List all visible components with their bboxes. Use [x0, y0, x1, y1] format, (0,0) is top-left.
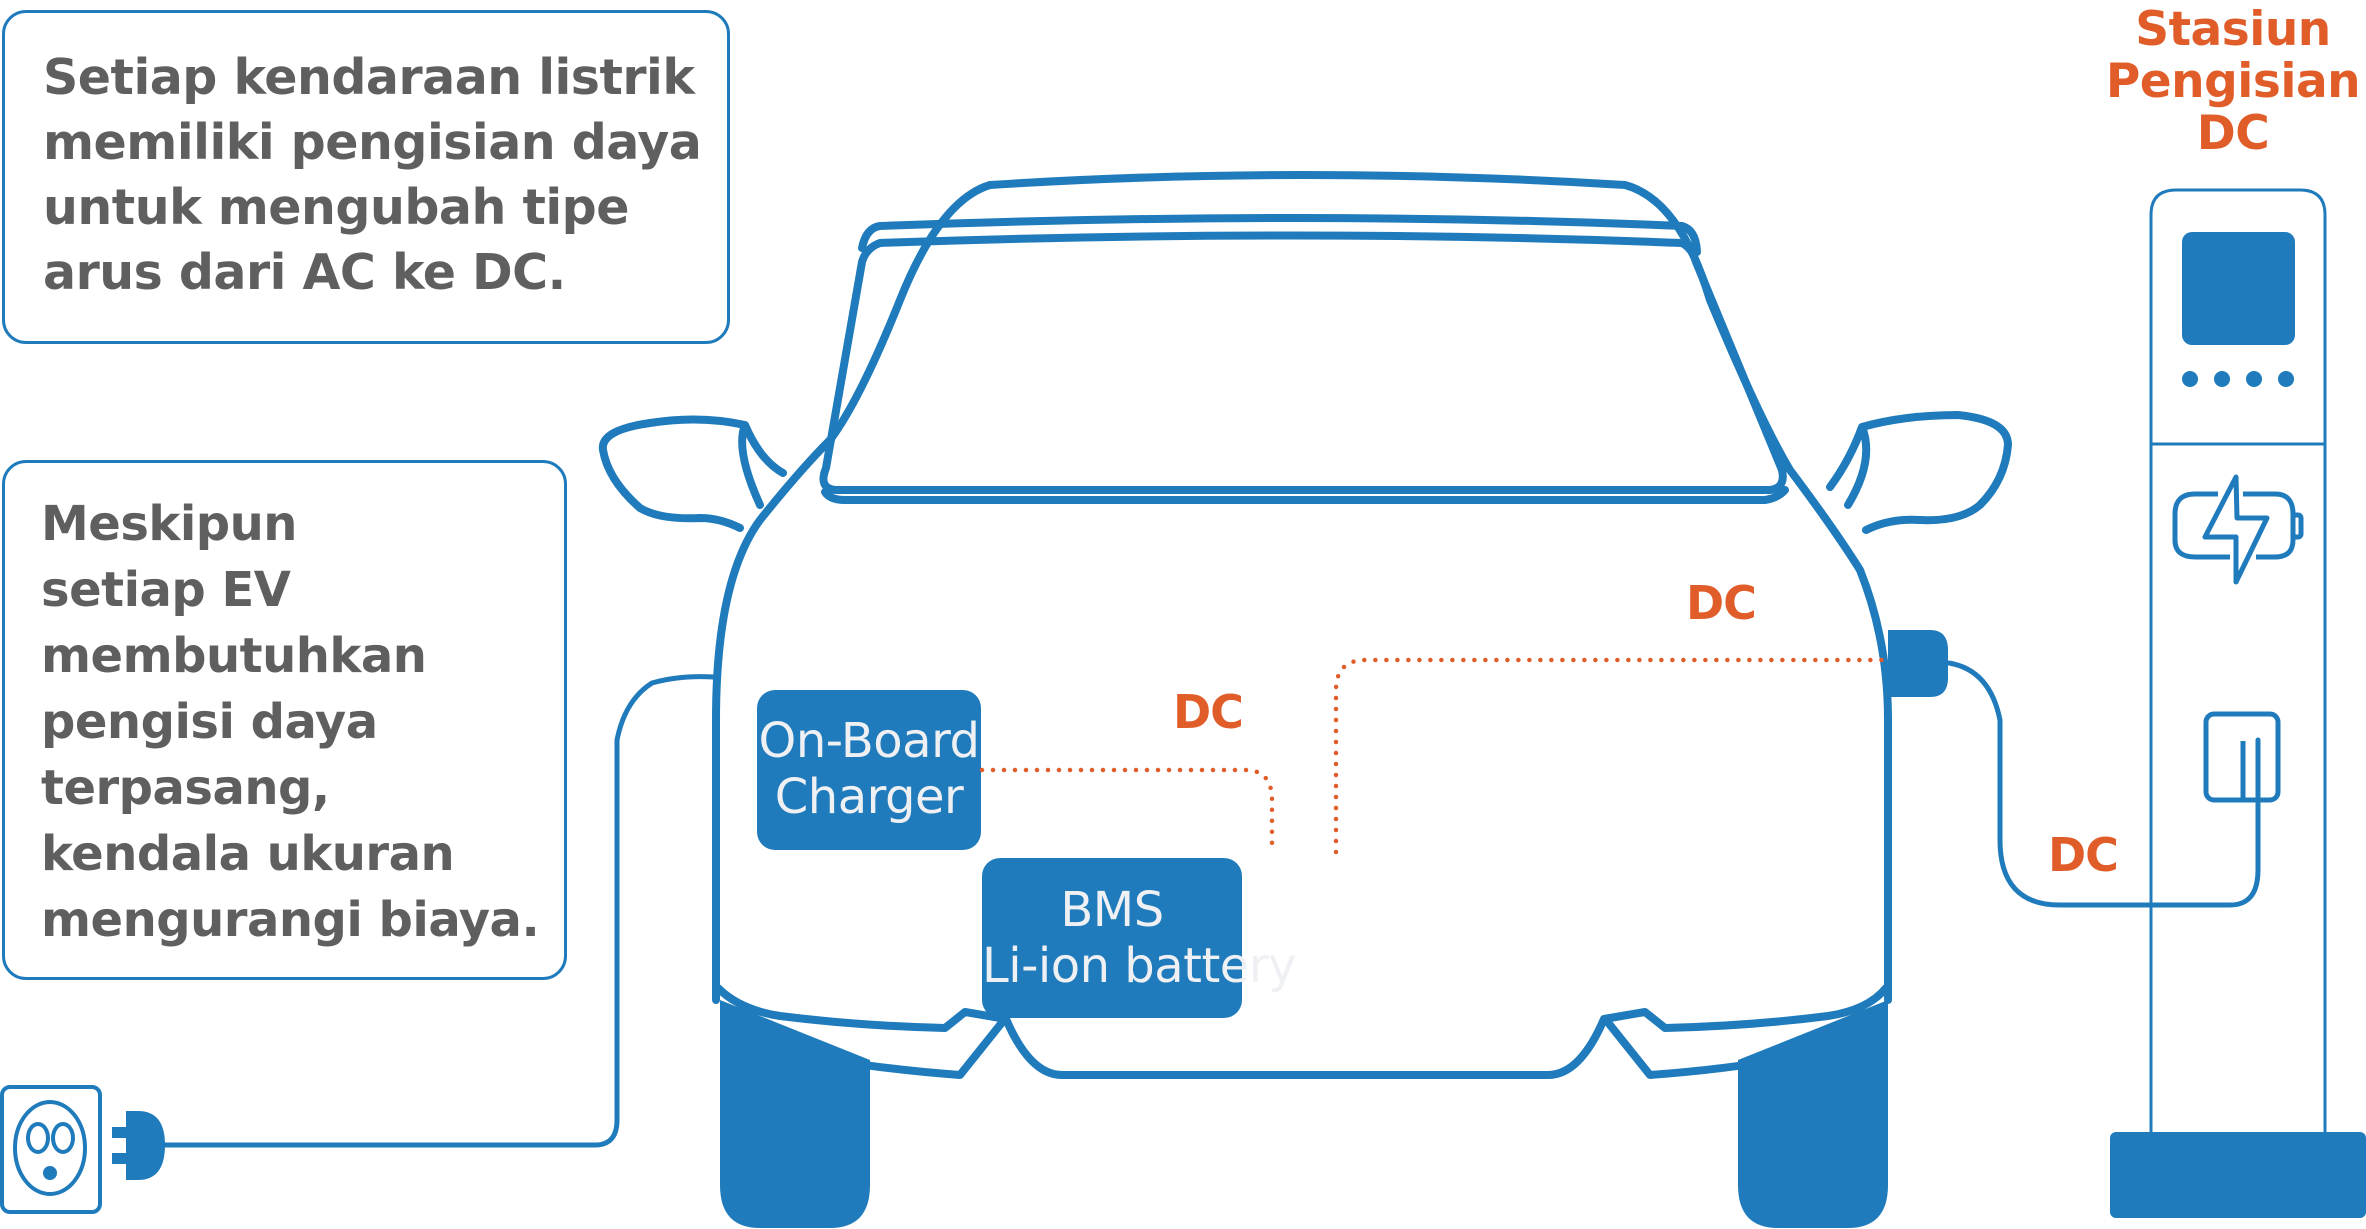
title-line: Pengisian	[2105, 54, 2361, 109]
station-title: Stasiun Pengisian DC	[2100, 4, 2366, 160]
indicator-dot	[2278, 371, 2294, 387]
lower-bumper	[724, 1013, 1886, 1079]
note-line: Meskipun	[41, 496, 297, 552]
note-line: membutuhkan	[41, 628, 427, 684]
label-line: Charger	[774, 769, 964, 825]
note-line: setiap EV	[41, 562, 291, 618]
right-mirror	[1826, 411, 2012, 534]
note-line: pengisi daya	[41, 694, 378, 750]
note-line: mengurangi biaya.	[41, 892, 540, 948]
dc-line-port-to-battery	[1333, 657, 1887, 855]
connector-socket-icon	[2203, 711, 2281, 803]
onboard-charger-label: On-Board Charger	[757, 713, 981, 825]
battery-label: BMS Li-ion battery	[982, 882, 1296, 994]
car-body-outline	[712, 171, 1892, 1004]
indicator-dot	[2182, 371, 2198, 387]
battery-charging-icon	[2172, 474, 2304, 585]
station-screen-icon	[2182, 232, 2295, 345]
title-line: Stasiun	[2135, 2, 2331, 57]
dc-label-charger: DC	[1173, 685, 1244, 739]
station-base	[2110, 1132, 2366, 1218]
charge-port	[1888, 630, 1948, 697]
dc-label-port: DC	[1686, 576, 1757, 630]
ac-cable	[162, 674, 717, 1148]
wall-outlet-icon	[0, 1085, 102, 1214]
info-note-size-cost: Meskipun setiap EV membutuhkan pengisi d…	[2, 460, 567, 980]
label-line: BMS	[1060, 882, 1164, 938]
onboard-charger-box	[757, 690, 981, 850]
front-bumper	[714, 984, 1890, 1079]
note-line: terpasang,	[41, 760, 330, 816]
battery-box	[982, 858, 1242, 1018]
note-line: untuk mengubah tipe	[43, 179, 629, 236]
label-line: Li-ion battery	[982, 938, 1296, 994]
title-line: DC	[2196, 106, 2270, 161]
note-line: Setiap kendaraan listrik	[43, 49, 695, 106]
charging-station-body	[2149, 188, 2327, 1136]
note-line: kendala ukuran	[41, 826, 455, 882]
indicator-dot	[2246, 371, 2262, 387]
note-line: arus dari AC ke DC.	[43, 244, 566, 301]
dc-station-cable	[1946, 660, 2261, 908]
dc-label-station-cable: DC	[2048, 828, 2119, 882]
station-indicator-dots	[2182, 371, 2294, 387]
label-line: On-Board	[758, 713, 980, 769]
indicator-dot	[2214, 371, 2230, 387]
left-mirror	[598, 415, 787, 532]
roof-trim	[858, 214, 1701, 256]
note-line: memiliki pengisian daya	[43, 114, 702, 171]
windshield	[819, 231, 1787, 494]
info-note-ac-dc: Setiap kendaraan listrik memiliki pengis…	[2, 10, 730, 344]
plug-icon	[112, 1111, 165, 1180]
windshield-base	[821, 486, 1789, 504]
dc-line-charger-to-battery	[979, 767, 1275, 851]
